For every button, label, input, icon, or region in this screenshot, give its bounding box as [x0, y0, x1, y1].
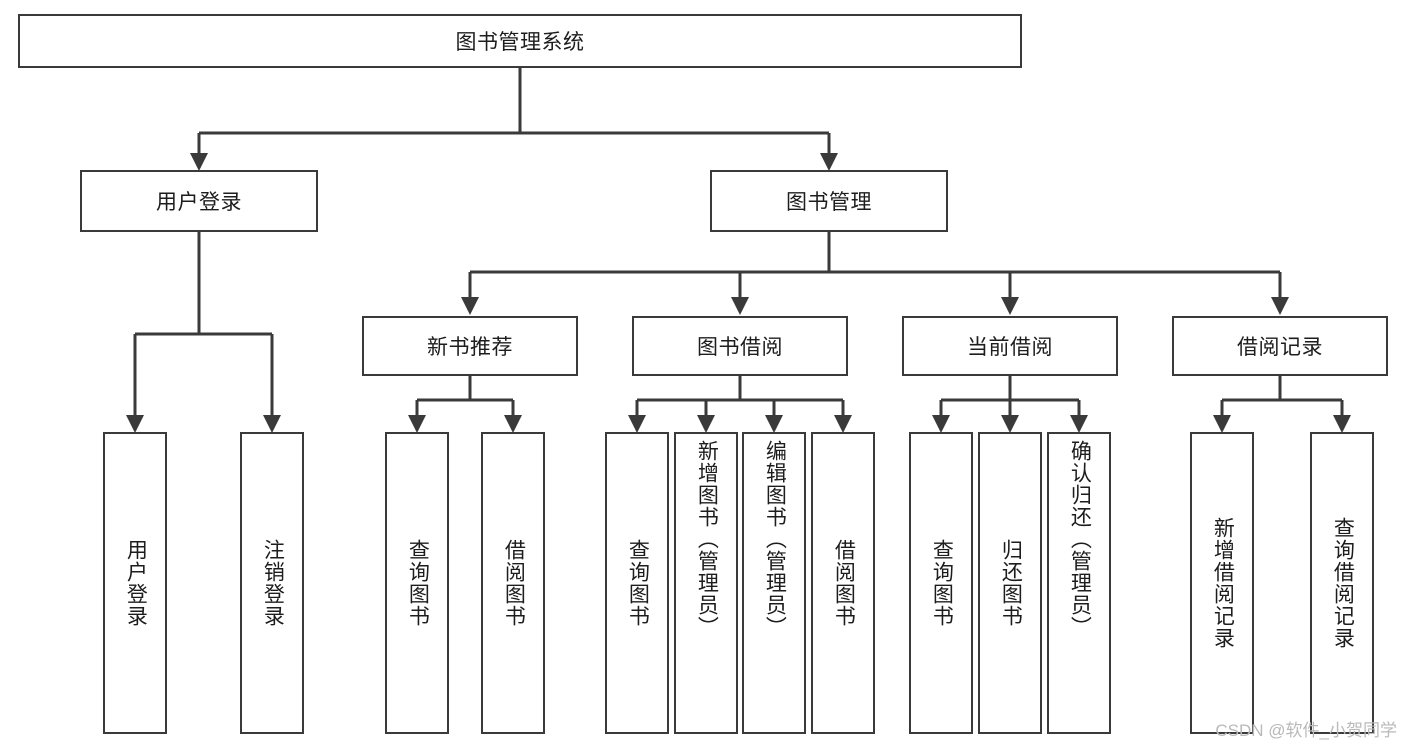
- node-current-borrow-label: 当前借阅: [967, 336, 1053, 359]
- node-book-borrow-label: 图书借阅: [697, 336, 783, 359]
- node-book-borrow[interactable]: 图书借阅: [632, 316, 848, 376]
- leaf-confirm-return-admin-label: 确认归还（管理员）: [1068, 440, 1092, 638]
- leaf-query-book-cb[interactable]: 查询图书: [909, 432, 973, 734]
- node-root-system-label: 图书管理系统: [455, 31, 585, 54]
- leaf-logout[interactable]: 注销登录: [240, 432, 304, 734]
- leaf-query-book-cb-label: 查询图书: [930, 539, 954, 627]
- leaf-edit-book-admin-label: 编辑图书（管理员）: [763, 440, 787, 638]
- leaf-add-borrow-record-label: 新增借阅记录: [1211, 517, 1235, 649]
- leaf-query-book-nb-label: 查询图书: [406, 539, 430, 627]
- leaf-borrow-book-nb[interactable]: 借阅图书: [481, 432, 545, 734]
- node-borrow-record[interactable]: 借阅记录: [1172, 316, 1388, 376]
- leaf-query-book-nb[interactable]: 查询图书: [385, 432, 449, 734]
- leaf-query-borrow-record-label: 查询借阅记录: [1331, 517, 1355, 649]
- leaf-return-book[interactable]: 归还图书: [978, 432, 1042, 734]
- leaf-logout-label: 注销登录: [261, 539, 285, 627]
- node-book-management-label: 图书管理: [786, 191, 872, 214]
- node-user-login[interactable]: 用户登录: [80, 170, 318, 232]
- leaf-query-book-bb-label: 查询图书: [626, 539, 650, 627]
- leaf-add-book-admin[interactable]: 新增图书（管理员）: [674, 432, 738, 734]
- node-current-borrow[interactable]: 当前借阅: [902, 316, 1118, 376]
- leaf-user-login[interactable]: 用户登录: [103, 432, 167, 734]
- node-book-management[interactable]: 图书管理: [710, 170, 948, 232]
- csdn-watermark: CSDN @软件_小贺同学: [1215, 721, 1397, 740]
- node-new-book-recommend[interactable]: 新书推荐: [362, 316, 578, 376]
- leaf-user-login-label: 用户登录: [124, 539, 148, 627]
- leaf-borrow-book-bb-label: 借阅图书: [832, 539, 856, 627]
- leaf-borrow-book-nb-label: 借阅图书: [502, 539, 526, 627]
- leaf-add-book-admin-label: 新增图书（管理员）: [695, 440, 719, 638]
- leaf-query-borrow-record[interactable]: 查询借阅记录: [1310, 432, 1374, 734]
- node-user-login-label: 用户登录: [156, 191, 242, 214]
- leaf-edit-book-admin[interactable]: 编辑图书（管理员）: [742, 432, 806, 734]
- node-new-book-recommend-label: 新书推荐: [427, 336, 513, 359]
- node-root-system[interactable]: 图书管理系统: [18, 14, 1022, 68]
- leaf-return-book-label: 归还图书: [999, 539, 1023, 627]
- node-borrow-record-label: 借阅记录: [1237, 336, 1323, 359]
- leaf-query-book-bb[interactable]: 查询图书: [605, 432, 669, 734]
- leaf-add-borrow-record[interactable]: 新增借阅记录: [1190, 432, 1254, 734]
- leaf-borrow-book-bb[interactable]: 借阅图书: [811, 432, 875, 734]
- leaf-confirm-return-admin[interactable]: 确认归还（管理员）: [1047, 432, 1111, 734]
